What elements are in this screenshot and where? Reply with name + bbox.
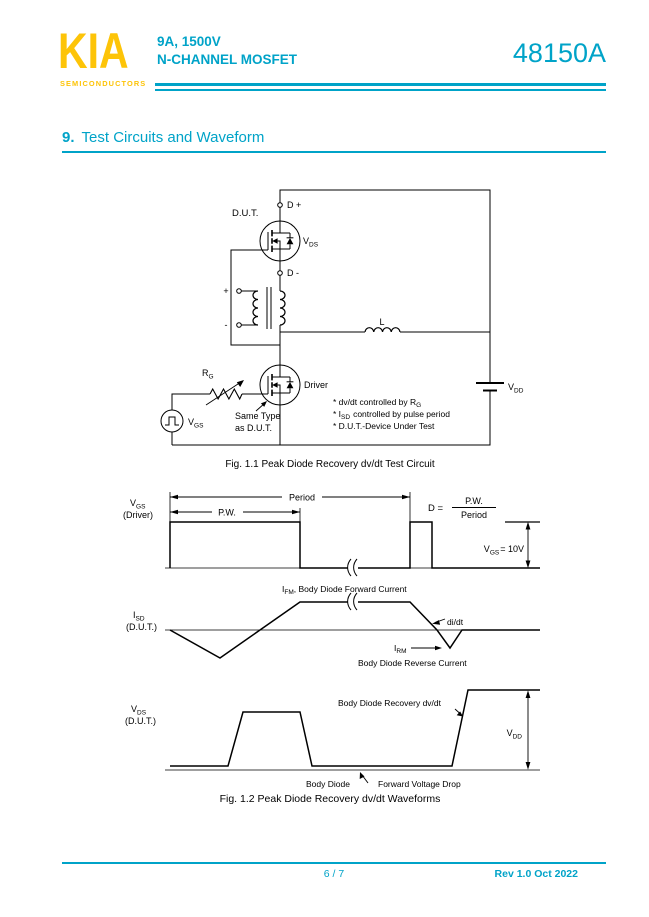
rg-arrowhead: [236, 380, 244, 387]
terminal-circles: [236, 202, 283, 328]
vds-waveform: [170, 689, 540, 767]
vdd-battery: [476, 382, 504, 392]
minus-label: -: [225, 320, 228, 330]
vgs-trace-sublabel: (Driver): [123, 510, 153, 520]
vds-trace-label: VDS: [131, 704, 147, 716]
plus-label: +: [223, 286, 228, 296]
dimension-arrowheads: [170, 494, 410, 515]
header-rule-thin: [155, 89, 606, 91]
revision-label: Rev 1.0 Oct 2022: [494, 868, 578, 880]
duty-fraction-numerator: P.W.: [465, 496, 483, 506]
vds-label: VDS: [303, 236, 319, 248]
isd-trace-label: ISD: [133, 610, 145, 622]
vgs-label: VGS: [188, 417, 204, 429]
same-type-line1: Same Type: [235, 411, 280, 421]
inductor-label: L: [379, 317, 384, 327]
vgs-level-label: VGS= 10V: [484, 544, 524, 556]
vds-trace-sublabel: (D.U.T.): [125, 716, 156, 726]
vgs-pulse-source: [160, 409, 184, 433]
fig2-caption: Fig. 1.2 Peak Diode Recovery dv/dt Wavef…: [220, 793, 441, 805]
drain-terminal-label: D +: [287, 200, 301, 210]
page-number: 6 / 7: [323, 868, 345, 880]
time-axis-breaks: [347, 558, 358, 611]
fig1-caption: Fig. 1.1 Peak Diode Recovery dv/dt Test …: [225, 459, 435, 470]
forward-drop-annotation-1: Body Diode: [306, 779, 350, 789]
same-type-leader: [255, 401, 267, 412]
header-rule-thick: [155, 83, 606, 86]
gate-transformer: [252, 287, 286, 329]
dut-mosfet-symbol: [259, 220, 301, 262]
source-terminal-label: D -: [287, 268, 299, 278]
fig2-waveforms: VGS (Driver) Period P.W. D = P.W. Period…: [123, 492, 540, 805]
isd-waveform: [169, 601, 540, 659]
dut-label: D.U.T.: [232, 208, 258, 219]
didt-label: di/dt: [447, 617, 464, 627]
recovery-annotation: Body Diode Recovery dv/dt: [338, 698, 442, 708]
footer-rule: [62, 862, 606, 864]
rg-label: RG: [202, 368, 214, 380]
source-terminal: [277, 270, 283, 276]
circuit-wires: [171, 189, 491, 446]
annotation-leaders: [359, 618, 463, 784]
same-type-line2: as D.U.T.: [235, 423, 272, 433]
note-dut: * D.U.T.-Device Under Test: [333, 421, 435, 431]
irm-label: IRM: [394, 643, 406, 655]
level-measure-arrowheads: [525, 521, 531, 770]
vgs-trace-label: VGS: [130, 498, 146, 510]
pulse-plus-terminal: [236, 288, 242, 294]
axes-and-guides: [165, 492, 540, 771]
device-rating: 9A, 1500V: [157, 34, 221, 49]
vgs-waveform: [169, 521, 540, 569]
waveform-traces: [169, 521, 540, 767]
vdd-level-label: VDD: [507, 728, 523, 740]
vdd-label: VDD: [508, 382, 524, 394]
drain-terminal: [277, 202, 283, 208]
kia-logo-subtitle: SEMICONDUCTORS: [60, 79, 147, 88]
part-number: 48150A: [512, 38, 606, 68]
reverse-current-annotation: Body Diode Reverse Current: [358, 658, 467, 668]
device-type: N-CHANNEL MOSFET: [157, 52, 297, 67]
kia-logo: KIA: [58, 23, 129, 79]
section-title: Test Circuits and Waveform: [81, 129, 265, 146]
inductor-coil: [364, 327, 401, 333]
isd-trace-sublabel: (D.U.T.): [126, 622, 157, 632]
rg-resistor: [205, 381, 243, 406]
ifm-annotation: IFM, Body Diode Forward Current: [282, 584, 407, 596]
duty-equation-label: D =: [428, 503, 444, 514]
period-label: Period: [289, 493, 315, 503]
forward-drop-annotation-2: Forward Voltage Drop: [378, 779, 461, 789]
driver-label: Driver: [304, 380, 328, 390]
section-number: 9.: [62, 129, 75, 146]
pulse-minus-terminal: [236, 322, 242, 328]
section-heading: 9. Test Circuits and Waveform: [62, 129, 264, 146]
pw-label: P.W.: [218, 508, 236, 518]
note-dvdt: * dv/dt controlled by RG: [333, 397, 421, 409]
section-underline: [62, 151, 606, 153]
driver-mosfet-symbol: [259, 364, 301, 406]
duty-fraction-denominator: Period: [461, 510, 487, 520]
fig1-test-circuit: D.U.T. D + VDS D - + - L RG Driver VGS S…: [160, 189, 524, 470]
